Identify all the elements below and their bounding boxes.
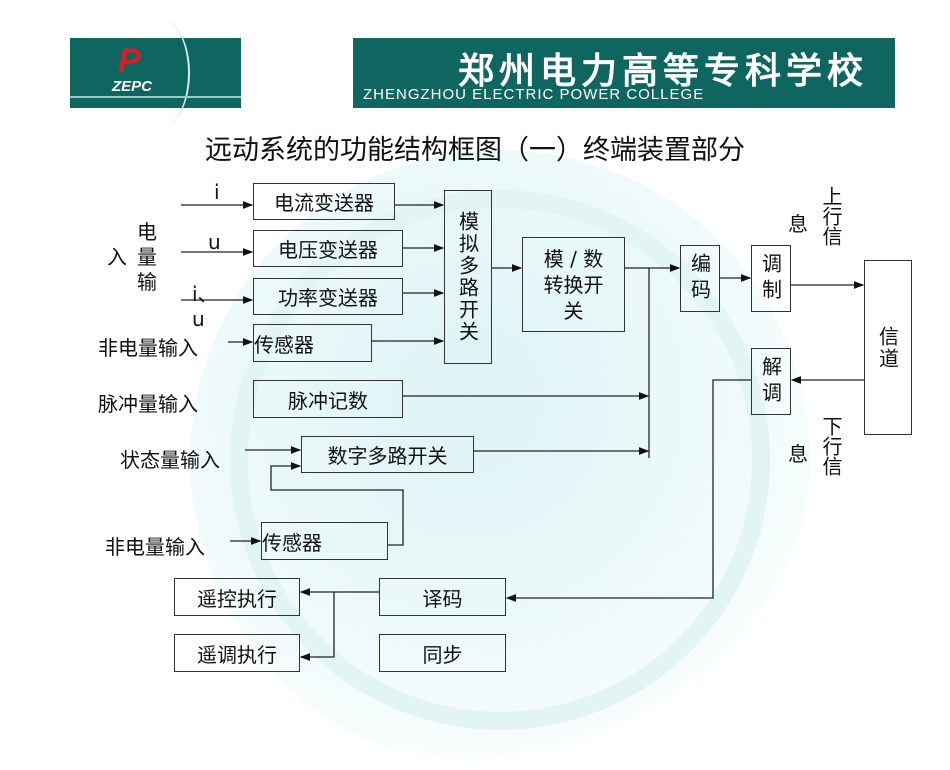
logo-divider <box>70 96 241 98</box>
digital-mux-box: 数字多路开关 <box>301 436 474 473</box>
remote-adjust-box: 遥调执行 <box>174 634 300 672</box>
remote-control-box: 遥控执行 <box>174 578 300 616</box>
power-transmitter-box: 功率变送器 <box>253 278 403 315</box>
power-signal-label: i、 <box>192 282 218 306</box>
voltage-transmitter-box: 电压变送器 <box>253 230 403 267</box>
current-signal-label: i <box>214 180 220 204</box>
college-name-en: ZHENGZHOU ELECTRIC POWER COLLEGE <box>363 86 705 103</box>
sync-box: 同步 <box>379 634 506 672</box>
uplink-info-label: 上行信 <box>819 186 843 246</box>
college-banner: 郑州电力高等专科学校 ZHENGZHOU ELECTRIC POWER COLL… <box>353 38 895 108</box>
slide-title: 远动系统的功能结构框图（一）终端装置部分 <box>205 135 745 166</box>
power-signal-label-u: u <box>192 307 205 331</box>
encoder-box: 编码 <box>680 245 720 312</box>
sensor-box-2: 传感器 <box>261 522 388 560</box>
sensor-box-1: 传感器 <box>253 324 372 362</box>
college-name-cn: 郑州电力高等专科学校 <box>458 50 869 92</box>
ad-converter-box: 模 / 数转换开关 <box>522 237 625 332</box>
uplink-info-label-xi: 息 <box>788 212 808 236</box>
decoder-box: 译码 <box>379 578 506 616</box>
nonelectrical-input-label-2: 非电量输入 <box>105 535 205 559</box>
electrical-input-label: 入 <box>107 245 127 269</box>
analog-mux-box: 模拟多路开关 <box>444 190 492 364</box>
channel-box: 信道 <box>864 260 912 435</box>
pulse-counter-box: 脉冲记数 <box>253 380 403 418</box>
downlink-info-label: 下行信 <box>819 416 843 476</box>
pulse-input-label: 脉冲量输入 <box>98 392 198 416</box>
logo-p-mark: P <box>118 42 141 80</box>
nonelectrical-input-label-1: 非电量输入 <box>98 336 198 360</box>
current-transmitter-box: 电流变送器 <box>253 183 395 220</box>
voltage-signal-label: u <box>208 230 221 254</box>
state-input-label: 状态量输入 <box>120 448 220 472</box>
electrical-input-label: 电 <box>137 220 157 244</box>
electrical-input-label: 输 <box>137 270 157 294</box>
demodulator-box: 解调 <box>751 348 791 415</box>
connector-lines <box>181 201 865 661</box>
electrical-input-label: 量 <box>137 245 157 269</box>
modulator-box: 调制 <box>751 245 791 312</box>
downlink-info-label-xi: 息 <box>788 442 808 466</box>
